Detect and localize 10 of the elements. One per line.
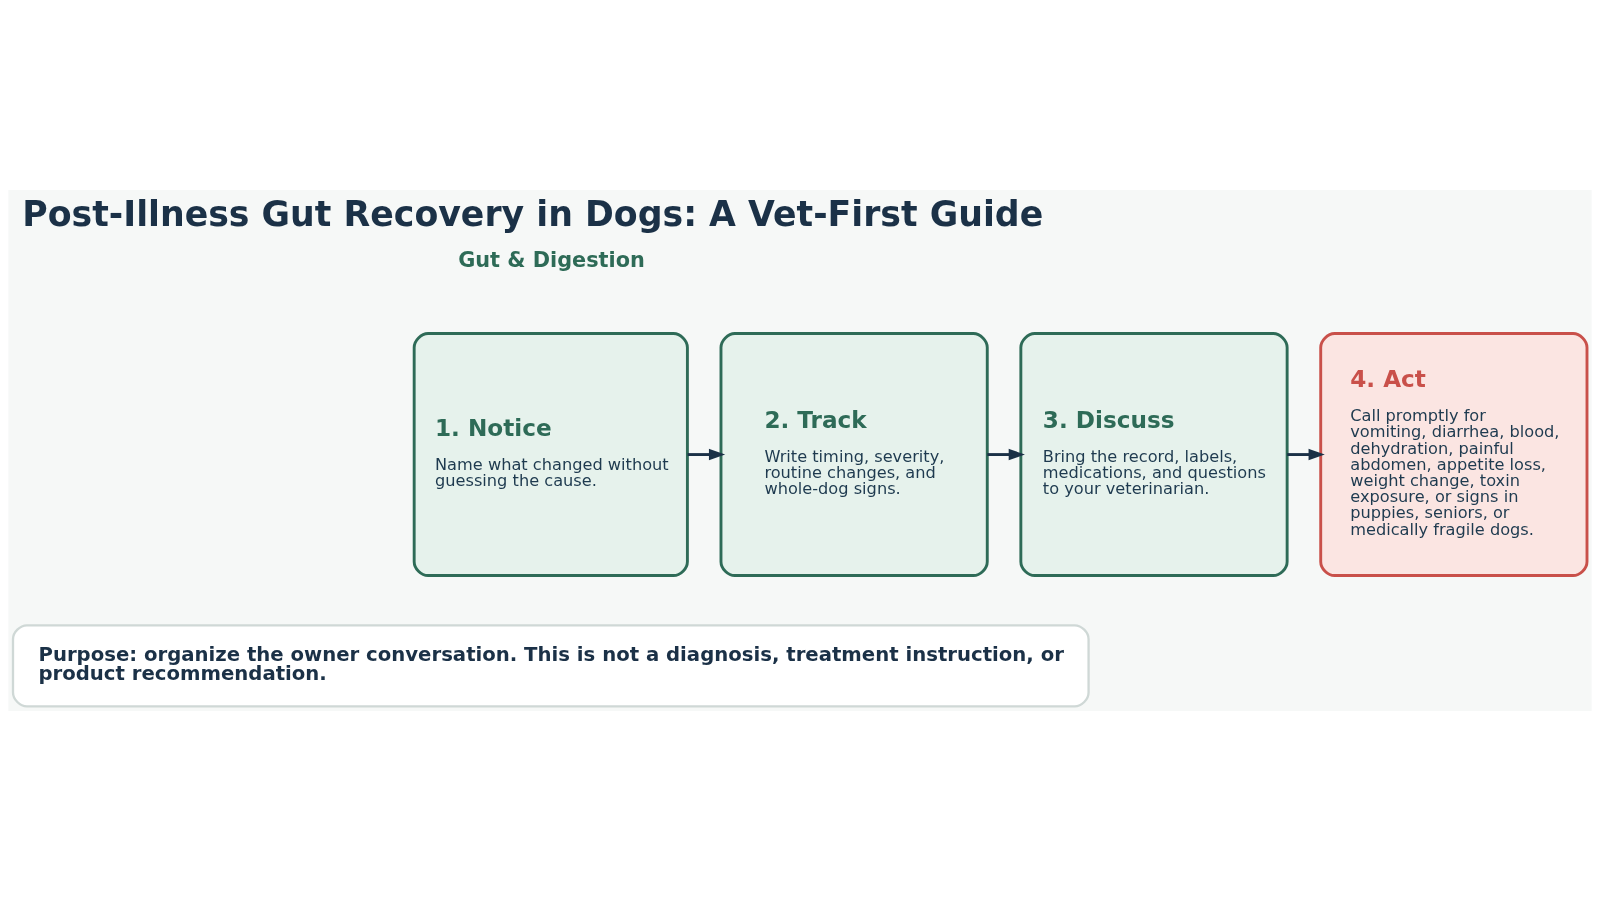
- arrow: [687, 448, 726, 460]
- diagram-title: Post-Illness Gut Recovery in Dogs: A Vet-First Guide: [22, 193, 1044, 234]
- arrow: [1287, 448, 1325, 460]
- node-box: 4. Act Call promptly for vomiting, diarrhea, blood, dehydration, painful abdomen, appetite loss, weight change, toxin exposure, or signs in puppies, seniors, or medically fragile dogs.: [1319, 331, 1589, 577]
- node-box: 2. Track Write timing, severity, routine changes, and whole-dog signs.: [719, 331, 989, 577]
- arrow: [987, 448, 1025, 460]
- label: Gut & Digestion: [458, 247, 645, 272]
- node-box: 1. Notice Name what changed without guessing the cause.: [412, 331, 689, 577]
- node-box: 3. Discuss Bring the record, labels, medications, and questions to your veterinarian.: [1019, 331, 1289, 577]
- node-box: Purpose: organize the owner conversation. This is not a diagnosis, treatment instruction, or product recommendation.: [11, 623, 1090, 708]
